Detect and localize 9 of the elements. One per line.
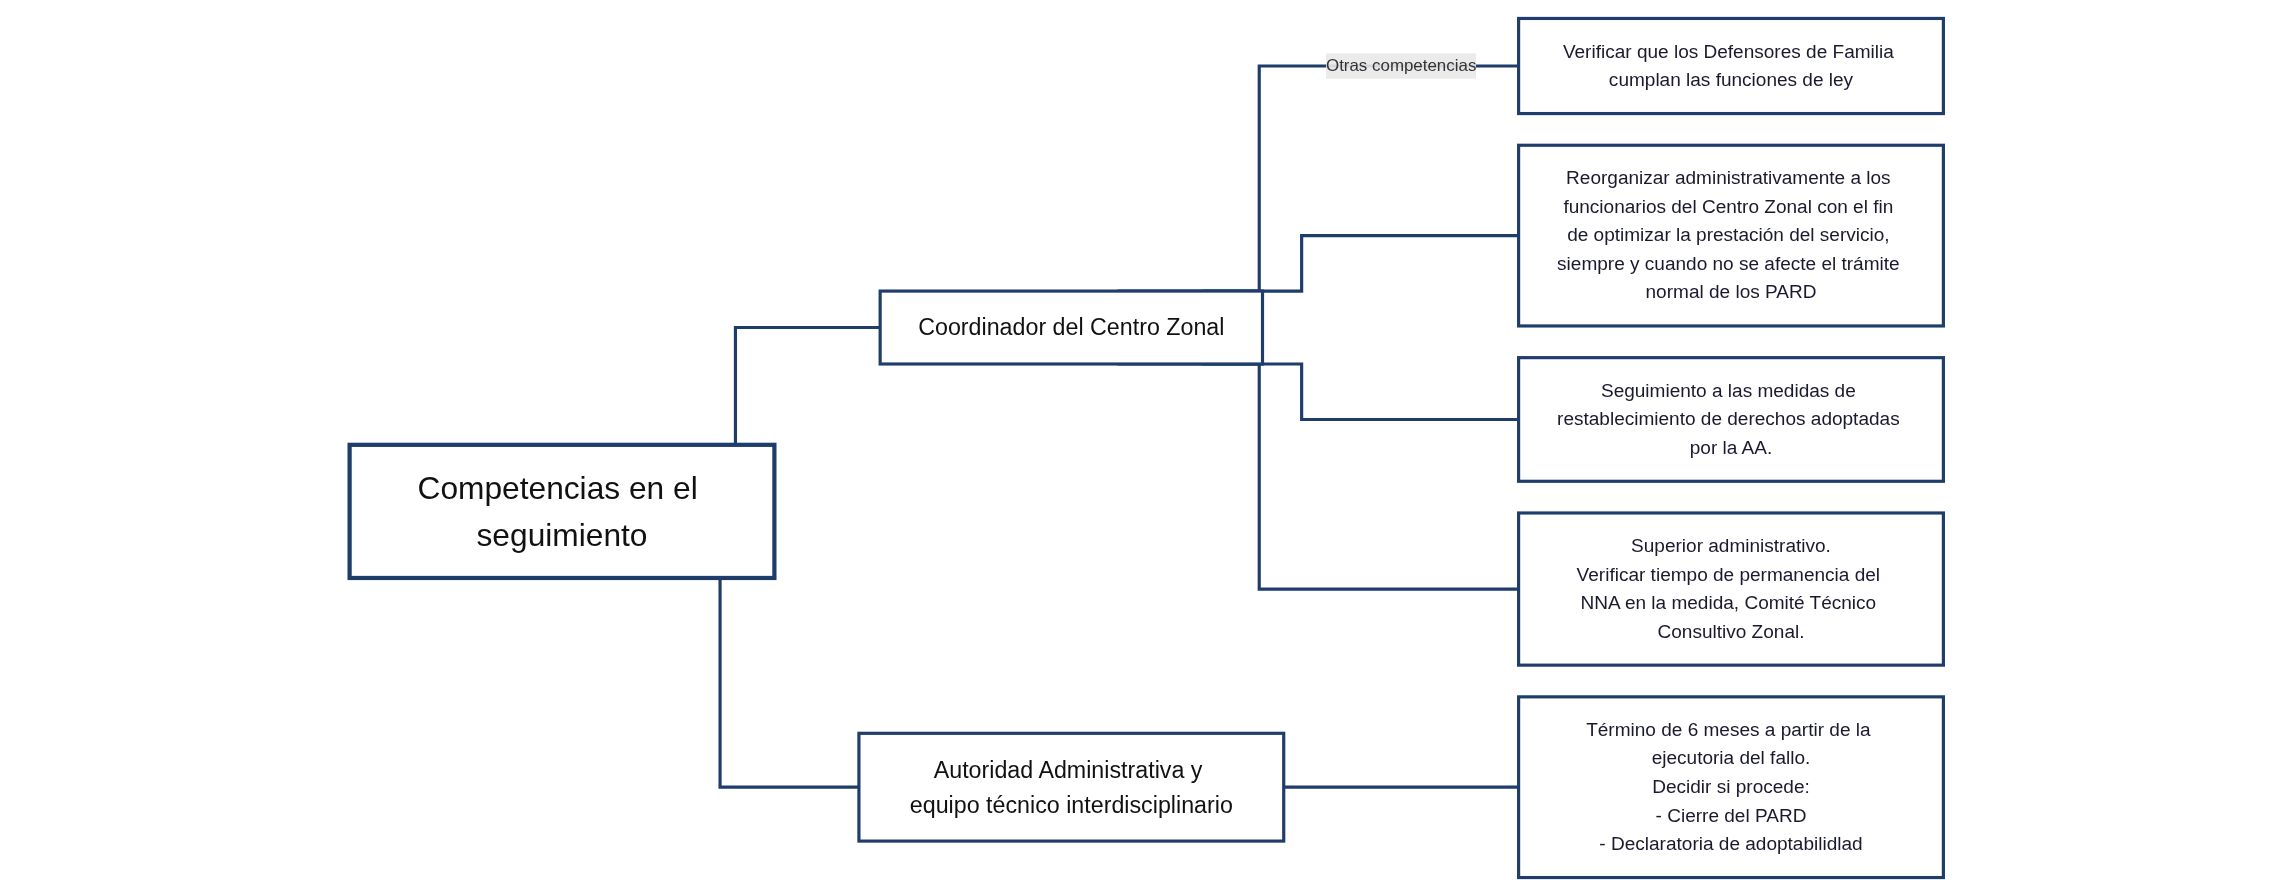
node-box: Coordinador del Centro Zonal bbox=[878, 289, 1265, 366]
node-box: Competencias en el seguimiento bbox=[347, 442, 777, 581]
edge-label: Otras competencias bbox=[1325, 56, 1477, 75]
node-box: Seguimiento a las medidas de restablecimiento de derechos adoptadas por la AA. bbox=[1517, 356, 1945, 483]
node-box: Autoridad Administrativa y equipo técnico interdisciplinario bbox=[857, 731, 1286, 843]
node-box: Superior administrativo. Verificar tiempo de permanencia del NNA en la medida, Comité Técnico Consultivo Zonal. bbox=[1517, 511, 1945, 667]
node-box: Verificar que los Defensores de Familia cumplan las funciones de ley bbox=[1517, 16, 1945, 116]
node-box: Término de 6 meses a partir de la ejecutoria del fallo. Decidir si procede: - Cierre del PARD - Declaratoria de adoptabilidlad bbox=[1517, 695, 1945, 880]
node-box: Reorganizar administrativamente a los funcionarios del Centro Zonal con el fin de optimizar la prestación del servicio, siempre y cuando no se afecte el trámite normal de los PARD bbox=[1517, 143, 1945, 328]
